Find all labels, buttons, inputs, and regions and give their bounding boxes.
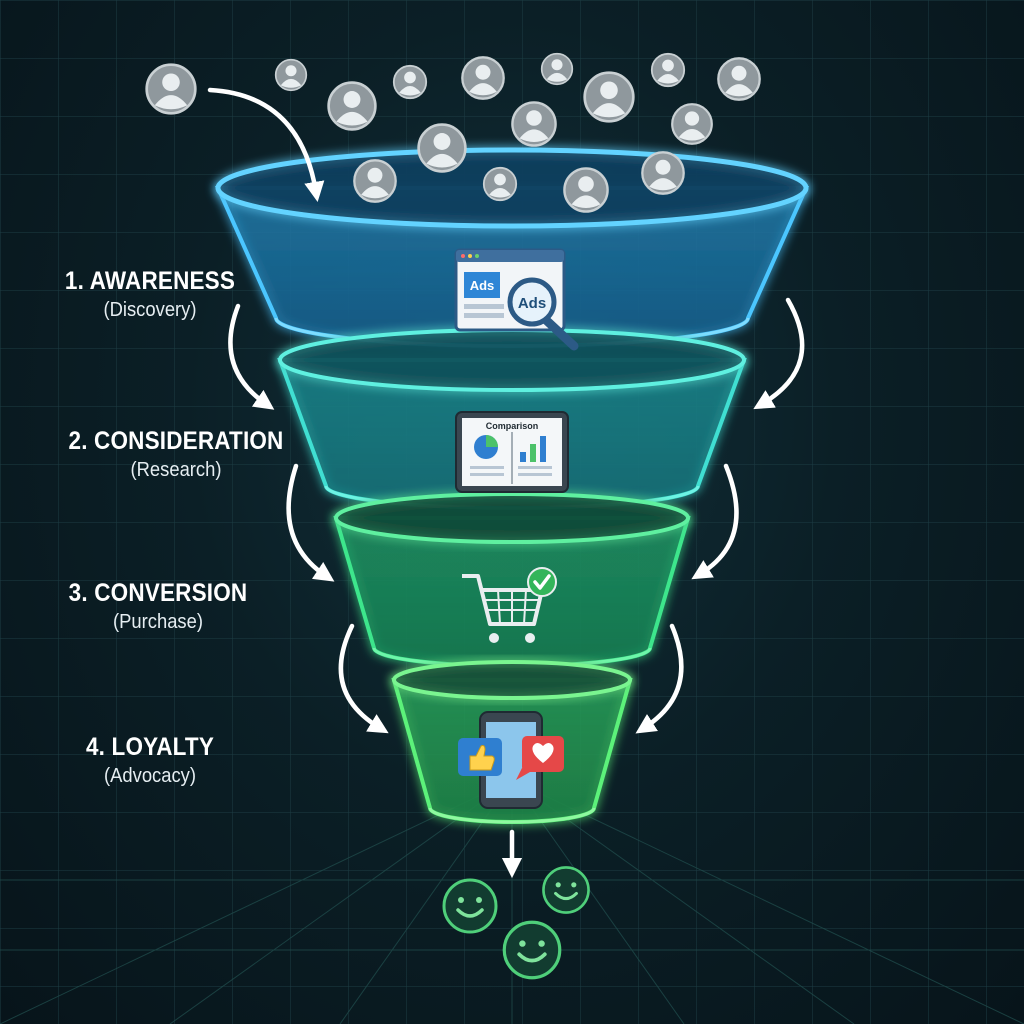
comparison-tablet-icon: Comparison [455, 411, 569, 493]
smiley-face-icon [442, 878, 498, 934]
stage-label-consideration: 2. CONSIDERATION (Research) [26, 426, 326, 484]
user-avatar-icon [641, 151, 685, 195]
arrow-icon [207, 87, 325, 202]
phone-like-heart-icon [458, 711, 564, 809]
arrow-icon [286, 463, 335, 582]
flow-arrows [207, 87, 805, 879]
user-avatar-icon [650, 52, 686, 88]
stage-title: 1. AWARENESS [64, 267, 236, 295]
shopping-cart-check-icon [462, 567, 557, 643]
user-avatar-icon [327, 81, 377, 131]
arrow-icon [338, 623, 389, 734]
user-avatar-icon [511, 101, 557, 147]
user-avatar-icon [392, 64, 428, 100]
ads-label: Ads [470, 278, 495, 293]
stage-subtitle: (Purchase) [113, 611, 203, 633]
stage-title: 3. CONVERSION [68, 579, 248, 607]
user-avatar-icon [353, 159, 397, 203]
user-avatar-icon [274, 58, 308, 92]
stage-title: 4. LOYALTY [85, 733, 215, 761]
stage-title: 2. CONSIDERATION [68, 427, 284, 455]
arrow-icon [228, 303, 275, 410]
stage-label-conversion: 3. CONVERSION (Purchase) [8, 578, 308, 636]
smiley-face-icon [502, 920, 562, 980]
stage-subtitle: (Discovery) [103, 299, 197, 321]
user-avatar-icon [540, 52, 574, 86]
ads-magnifier-label: Ads [518, 295, 546, 312]
user-avatar-icon [145, 63, 197, 115]
funnel-stage-conversion [333, 492, 691, 668]
ads-browser-icon: Ads Ads [454, 248, 579, 351]
stage-label-loyalty: 4. LOYALTY (Advocacy) [0, 732, 300, 790]
user-avatar-icon [717, 57, 761, 101]
stage-subtitle: (Research) [130, 459, 222, 481]
arrow-icon [691, 463, 739, 580]
smiley-face-icon [541, 865, 591, 915]
stage-label-awareness: 1. AWARENESS (Discovery) [0, 266, 300, 324]
user-avatar-icon [583, 71, 635, 123]
user-avatar-icon [461, 56, 505, 100]
arrow-icon [635, 623, 684, 734]
user-avatar-icon [563, 167, 609, 213]
comparison-label: Comparison [486, 421, 539, 431]
user-avatar-icon [417, 123, 467, 173]
user-avatar-icon [671, 103, 713, 145]
arrow-icon [753, 297, 805, 410]
user-avatar-icon [482, 166, 518, 202]
stage-subtitle: (Advocacy) [103, 765, 197, 787]
